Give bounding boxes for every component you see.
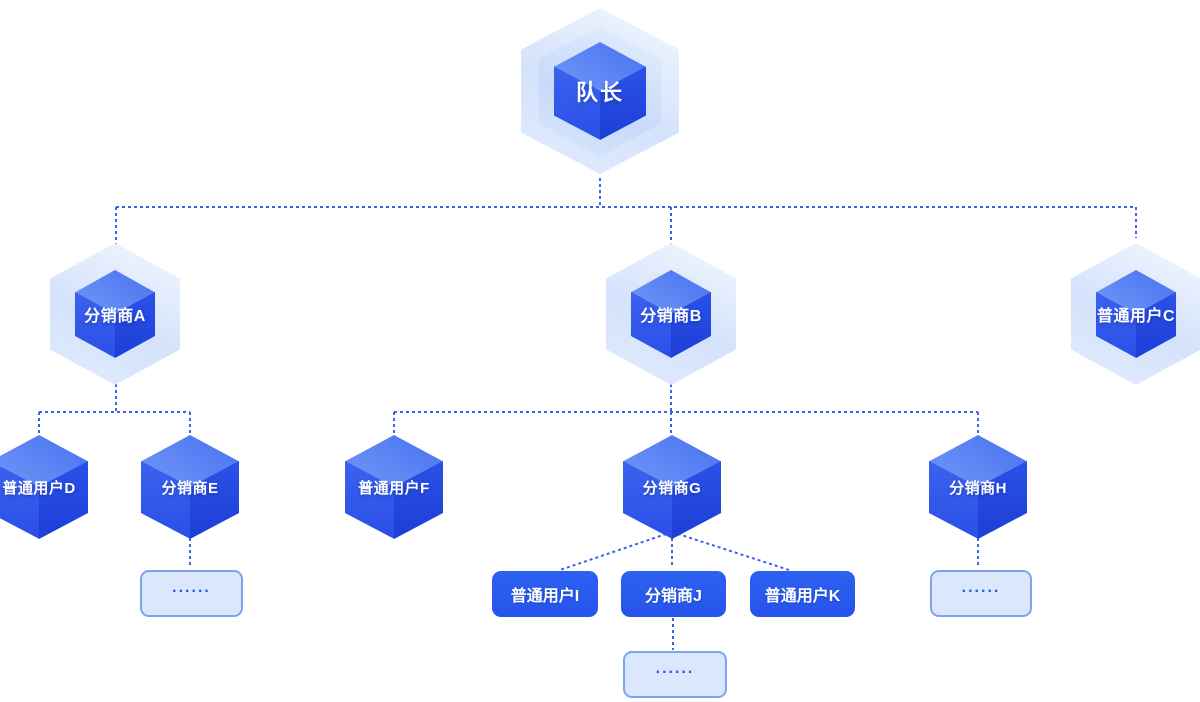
node-captain: 队长 [521,8,679,174]
node-label: 普通用户D [2,479,76,497]
node-user-i: 普通用户I [492,571,598,617]
node-distributor-e: 分销商E [141,435,239,539]
hexagon-cube: 分销商B [631,270,711,358]
connector [559,531,673,571]
node-distributor-j: 分销商J [621,571,726,617]
ellipsis-box-under-h: ...... [930,570,1032,617]
node-label: 普通用户F [358,479,430,497]
node-label: 分销商H [949,479,1007,497]
node-distributor-b: 分销商B [606,243,736,385]
node-distributor-h: 分销商H [929,435,1027,539]
ellipsis-box-under-j: ...... [623,651,727,698]
node-label: 队长 [575,80,624,105]
node-user-k: 普通用户K [750,571,855,617]
hexagon-cube: 队长 [554,42,646,140]
ellipsis-label: ...... [961,578,1001,596]
ellipsis-box-under-e: ...... [140,570,243,617]
hexagon-cube: 分销商A [75,270,155,358]
node-label: 普通用户C [1096,308,1176,325]
hexagon-cube: 普通用户C [1096,270,1176,358]
node-user-f: 普通用户F [345,435,443,539]
node-label: 分销商G [642,479,702,497]
node-distributor-a: 分销商A [50,243,180,385]
node-label: 分销商E [161,479,219,497]
node-user-c: 普通用户C [1071,243,1200,385]
ellipsis-label: ...... [655,659,695,677]
ellipsis-label: ...... [172,578,211,596]
node-user-d: 普通用户D [0,435,88,539]
node-label: 分销商A [84,308,146,325]
node-distributor-g: 分销商G [623,435,721,539]
connector [671,531,790,571]
node-label: 分销商B [640,308,702,325]
